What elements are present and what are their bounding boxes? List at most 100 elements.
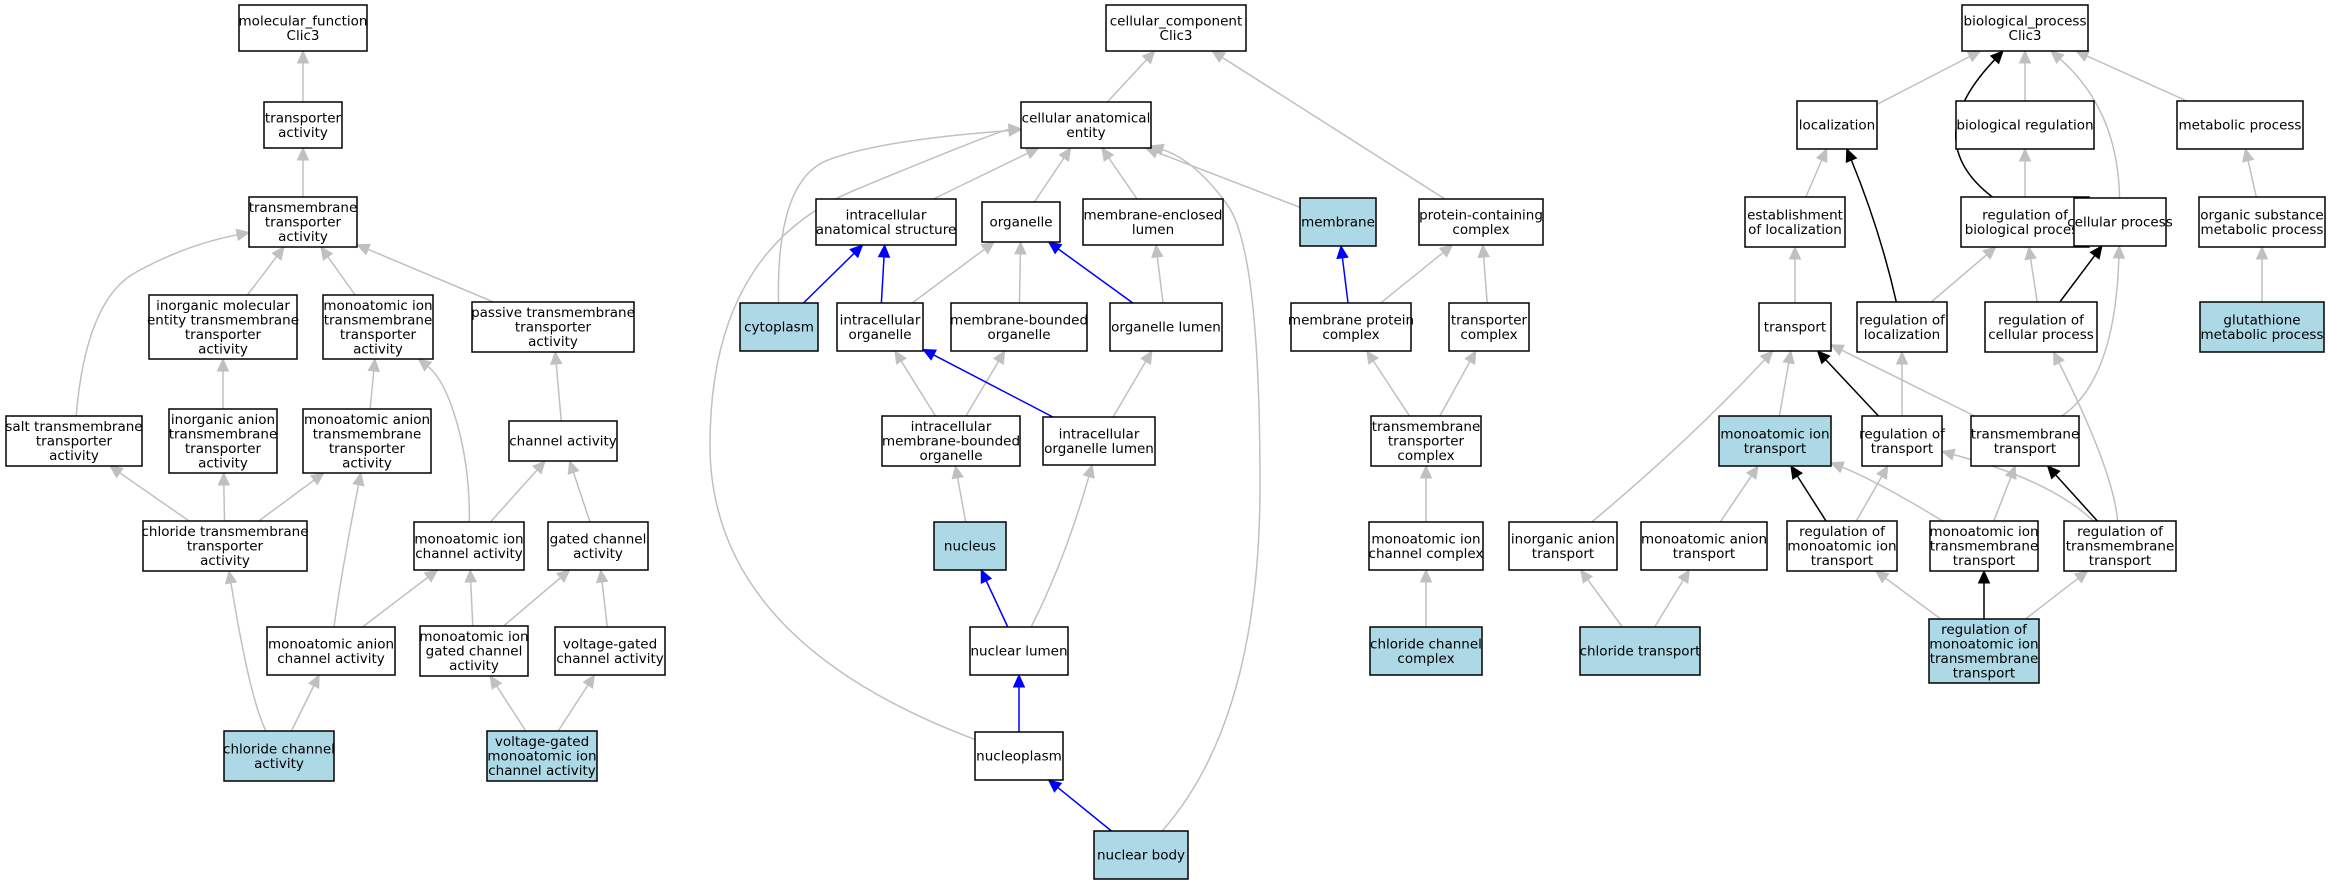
edge-arrowhead [2242, 147, 2255, 163]
node-box [1020, 101, 1152, 149]
node-label-line: voltage-gated [495, 734, 589, 750]
node-box [1984, 301, 2098, 353]
edge-arrowhead [1982, 246, 1997, 260]
node-label-line: regulation of [1859, 312, 1946, 328]
node-label-line: monoatomic ion [419, 629, 528, 645]
edge-is-a-nuclear-body-to-cae [1149, 143, 1261, 832]
edge-is-a-mono-ion-channel-complex-to-tm-transporter-complex [1419, 464, 1433, 522]
node-box [1368, 521, 1484, 571]
edge-arrowhead [1047, 241, 1063, 255]
node-label-line: monoatomic anion [268, 636, 394, 652]
edge-line [1841, 349, 1975, 417]
edge-is-a-tm-transporter-complex-to-transporter-complex [1439, 349, 1477, 417]
node-box [1856, 301, 1948, 353]
node-label-line: monoatomic ion [323, 298, 432, 314]
edge-part-of-intra-organelle-lumen-to-intra-organelle [921, 348, 1054, 418]
node-label-line: nuclear lumen [970, 644, 1067, 660]
edge-is-a-channel-activity-to-passive-tm [550, 350, 563, 422]
node-box [142, 520, 308, 572]
edge-is-a-mono-anion-transport-to-mono-ion-transport [1719, 465, 1759, 523]
node-nuclear-lumen: nuclear lumen [969, 626, 1069, 676]
edge-arrowhead [1419, 568, 1433, 583]
edge-arrowhead [2073, 570, 2089, 584]
edge-line [2029, 258, 2038, 303]
edge-is-a-mono-anion-channel-to-monoatomic-anion-tm [333, 471, 365, 628]
edge-line [1993, 476, 2012, 522]
node-label-line: entity transmembrane [147, 312, 299, 328]
edge-line [601, 581, 609, 628]
node-label-line: channel complex [1369, 546, 1484, 562]
edge-is-a-membrane-enclosed-lumen-to-cae [1101, 147, 1138, 200]
edge-is-a-organelle-lumen-to-membrane-enclosed-lumen [1151, 243, 1164, 304]
node-label-line: channel activity [556, 651, 663, 667]
node-label-line: complex [1452, 222, 1509, 238]
edge-is-a-passive-tm-to-tm-transporter-activity [355, 243, 494, 303]
node-box [2199, 301, 2325, 353]
node-label-line: cellular_component [1110, 13, 1242, 29]
edge-is-a-intra-organelle-lumen-to-organelle-lumen [1112, 349, 1153, 418]
node-box [1718, 415, 1832, 467]
edge-is-a-reg-cellular-process-to-reg-biological-process [2024, 245, 2038, 303]
node-biological-regulation: biological regulation [1955, 100, 2095, 150]
node-label-line: monoatomic anion [304, 412, 430, 428]
edge-is-a-chloride-tm-to-inorg-anion-tm [217, 471, 231, 522]
edge-line [258, 479, 315, 522]
edge-arrowhead [2074, 50, 2090, 62]
edge-line [1841, 466, 1944, 522]
node-label-line: inorganic molecular [156, 298, 290, 314]
node-label-line: lumen [1132, 222, 1174, 238]
node-label-line: intracellular [846, 207, 927, 223]
node-channel-activity: channel activity [508, 420, 618, 462]
edge-arrowhead [1012, 673, 1026, 688]
edge-arrowhead [951, 464, 964, 480]
edge-is-a-transporter-complex-to-protein-containing-complex [1477, 243, 1490, 304]
node-label-line: complex [1460, 327, 1517, 343]
node-box [1961, 4, 2089, 52]
node-box [263, 101, 343, 149]
node-label-line: transmembrane [1971, 426, 2080, 442]
edge-is-a-transporter-activity-to-mf-root [296, 49, 310, 102]
node-box [1758, 302, 1832, 352]
edge-arrowhead [1058, 147, 1072, 162]
edge-part-of-nuclear-lumen-to-nucleus [980, 568, 1009, 628]
edge-line [985, 580, 1009, 628]
edge-line [555, 363, 562, 422]
node-box [933, 521, 1007, 571]
edge-line [1885, 577, 1942, 620]
node-label-line: transport [1953, 553, 2015, 569]
edge-arrowhead [877, 243, 891, 258]
edge-arrowhead [532, 460, 546, 475]
edge-arrowhead [1876, 464, 1889, 480]
edge-is-a-intra-mb-organelle-to-membrane-bounded-organelle [965, 349, 1006, 417]
edge-arrowhead [1024, 147, 1040, 160]
node-label-line: activity [254, 756, 304, 772]
node-label-line: transport [1532, 546, 1594, 562]
edge-arrowhead [1790, 464, 1803, 480]
node-label-line: organic substance [2200, 207, 2323, 223]
edge-is-a-mono-anion-channel-to-mono-ion-channel [362, 569, 439, 628]
edge-arrowhead [1816, 350, 1831, 365]
node-label-line: transmembrane [313, 426, 422, 442]
edge-arrowhead [1966, 50, 1982, 63]
edge-line [1057, 248, 1134, 304]
node-label-line: activity [573, 546, 623, 562]
node-label-line: regulation of [1941, 622, 2028, 638]
node-label-line: transport [1811, 553, 1873, 569]
node-label-line: nucleoplasm [976, 749, 1062, 765]
node-label-line: transport [1744, 441, 1806, 457]
node-label-line: inorganic anion [171, 412, 275, 428]
edge-is-a-reg-tm-transport-to-reg-cellular-process [2053, 350, 2119, 522]
node-cellular-process: cellular process [2067, 197, 2173, 247]
node-label-line: transporter [329, 441, 406, 457]
edge-line [489, 469, 538, 523]
node-label-line: monoatomic ion [1720, 426, 1829, 442]
node-cytoplasm: cytoplasm [739, 302, 819, 352]
